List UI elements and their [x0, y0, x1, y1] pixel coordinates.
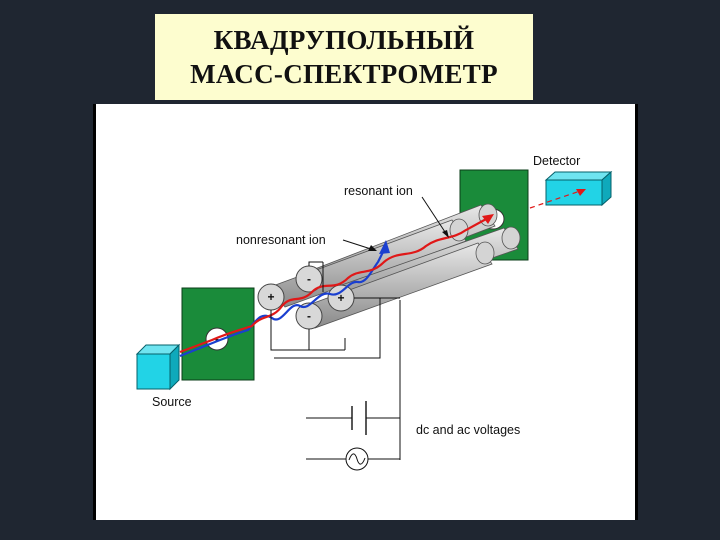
detector-cube [544, 170, 613, 207]
nonresonant-ion-leader-head [368, 245, 377, 251]
ac-source-icon [345, 447, 369, 471]
rod-top-sign: - [307, 272, 311, 286]
source-label: Source [152, 395, 192, 409]
resonant-ion-leader-head [442, 230, 449, 238]
voltages-label: dc and ac voltages [416, 423, 520, 437]
slide-title: КВАДРУПОЛЬНЫЙ МАСС-СПЕКТРОМЕТР [155, 14, 533, 100]
capacitor-icon [351, 401, 367, 435]
resonant-ion-path [179, 217, 489, 354]
nonresonant-ion-path [179, 249, 385, 358]
resonant-ion-leader [421, 196, 448, 236]
resonant-ion-label: resonant ion [344, 184, 413, 198]
rod-right-sign: + [337, 291, 344, 305]
nonresonant-ion-leader [342, 239, 375, 251]
title-line-1: КВАДРУПОЛЬНЫЙ [213, 25, 475, 55]
exit-beam [529, 189, 584, 209]
source-cube [135, 343, 181, 391]
resonant-ion-arrow [482, 214, 494, 224]
title-line-2: МАСС-СПЕКТРОМЕТР [190, 59, 498, 89]
nonresonant-ion-arrow [379, 240, 390, 254]
detector-label: Detector [533, 154, 580, 168]
nonresonant-ion-label: nonresonant ion [236, 233, 326, 247]
rod-left-sign: + [267, 290, 274, 304]
exit-beam-arrow [576, 189, 586, 196]
circuit-wires [270, 261, 401, 460]
ion-paths [179, 189, 586, 358]
rod-bottom-sign: - [307, 309, 311, 323]
